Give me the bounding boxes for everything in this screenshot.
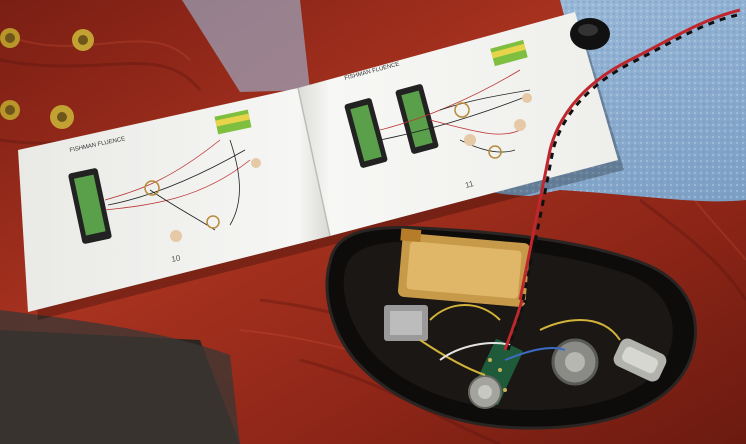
screw-icon xyxy=(0,28,94,129)
booklet-left-page xyxy=(18,88,330,312)
right-page-number: 11 xyxy=(464,179,475,190)
right-wiring-diagram: FISHMAN FLUENCE 11 xyxy=(344,39,532,190)
left-page-number: 10 xyxy=(171,253,182,264)
booklet-right-page xyxy=(298,12,618,236)
twisted-wire xyxy=(503,8,743,351)
